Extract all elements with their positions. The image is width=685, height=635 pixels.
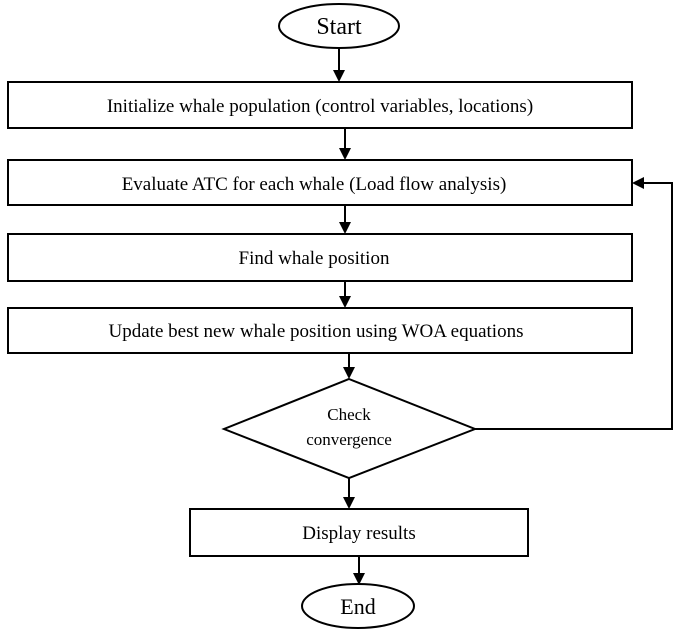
arrowhead-display bbox=[343, 497, 355, 509]
update-position-label: Update best new whale position using WOA… bbox=[109, 321, 524, 342]
arrowhead-check bbox=[343, 367, 355, 379]
start-label: Start bbox=[316, 14, 362, 40]
evaluate-label: Evaluate ATC for each whale (Load flow a… bbox=[122, 174, 507, 195]
connector-feedback-loop bbox=[475, 182, 673, 430]
check-label-line2: convergence bbox=[306, 430, 392, 449]
find-position-process-box bbox=[7, 233, 633, 282]
arrowhead-initialize bbox=[333, 70, 345, 82]
display-results-label: Display results bbox=[302, 523, 415, 544]
arrowhead-feedback-loop bbox=[632, 177, 644, 189]
initialize-label: Initialize whale population (control var… bbox=[107, 96, 533, 117]
arrowhead-update bbox=[339, 296, 351, 308]
end-terminator bbox=[301, 583, 415, 629]
update-position-process-box bbox=[7, 307, 633, 354]
end-label: End bbox=[340, 594, 375, 619]
check-label-line1: Check bbox=[327, 405, 371, 424]
arrowhead-find bbox=[339, 222, 351, 234]
initialize-process-box bbox=[7, 81, 633, 129]
arrowhead-evaluate bbox=[339, 148, 351, 160]
evaluate-process-box bbox=[7, 159, 633, 206]
check-convergence-decision bbox=[221, 377, 478, 480]
find-position-label: Find whale position bbox=[239, 248, 390, 269]
arrowhead-end bbox=[353, 573, 365, 585]
